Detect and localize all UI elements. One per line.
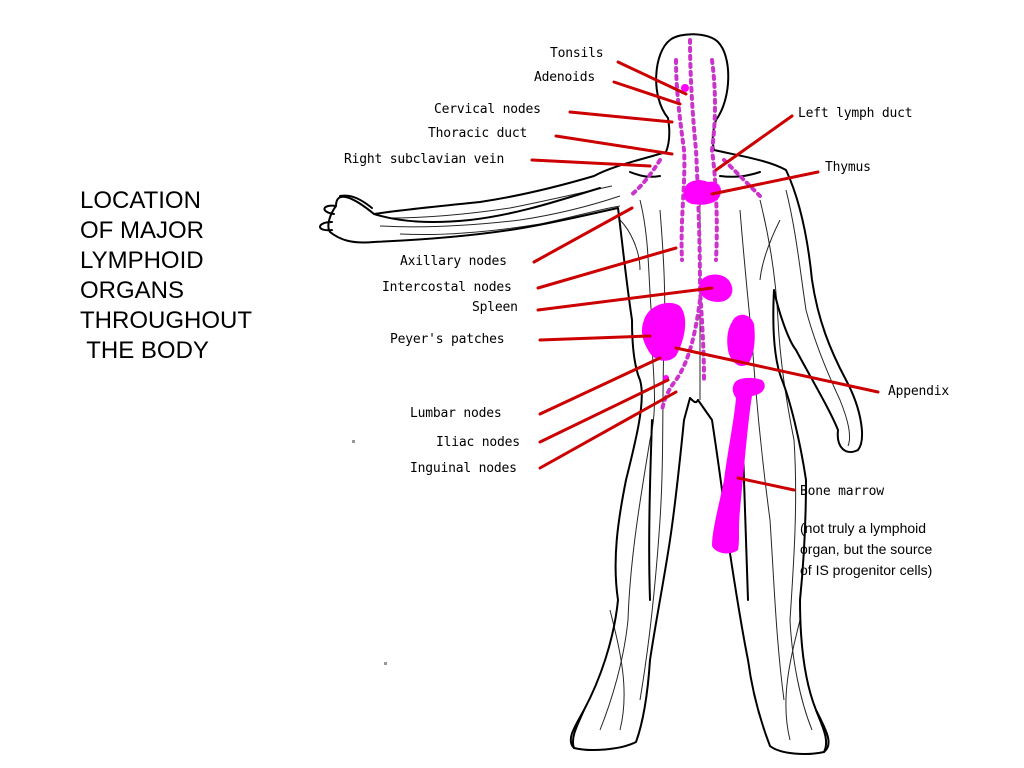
label-iliac-nodes: Iliac nodes	[436, 435, 520, 450]
title-line: LYMPHOID	[80, 247, 204, 274]
title-line: OF MAJOR	[80, 217, 204, 244]
label-appendix: Appendix	[888, 384, 950, 399]
label-thymus: Thymus	[825, 160, 871, 175]
leader-lines	[530, 60, 880, 492]
dotted-lymph-chain	[628, 38, 762, 412]
label-tonsils: Tonsils	[550, 46, 604, 61]
title-line: ORGANS	[80, 277, 185, 304]
peyers-patch-right	[727, 314, 755, 367]
leader-axillary-nodes	[532, 206, 634, 264]
leader-bone-marrow	[736, 476, 796, 492]
leader-spleen	[536, 286, 714, 312]
bone-marrow-note: (not truly a lymphoid organ, but the sou…	[800, 518, 980, 581]
leader-cervical-nodes	[568, 110, 674, 124]
thymus-organ	[683, 180, 722, 205]
leader-thymus	[710, 170, 820, 196]
label-lumbar-nodes: Lumbar nodes	[410, 406, 502, 421]
leader-intercostal-nodes	[536, 246, 678, 290]
leader-inguinal-nodes	[538, 390, 678, 470]
leader-left-lymph-duct	[714, 114, 794, 172]
label-left-lymph-duct: Left lymph duct	[798, 106, 913, 121]
spleen-organ	[699, 274, 733, 302]
title-line: THE BODY	[80, 337, 209, 364]
note-line: organ, but the source	[800, 541, 933, 557]
label-bone-marrow: Bone marrow	[800, 484, 884, 499]
label-intercostal-nodes: Intercostal nodes	[382, 280, 512, 295]
tonsil-organ	[681, 84, 689, 92]
label-spleen: Spleen	[472, 300, 518, 315]
label-inguinal-nodes: Inguinal nodes	[410, 461, 517, 476]
lymphoid-organs	[641, 84, 765, 554]
label-thoracic-duct: Thoracic duct	[428, 126, 528, 141]
label-axillary-nodes: Axillary nodes	[400, 254, 507, 269]
lumbar-node	[669, 345, 675, 351]
peyers-patch-left	[641, 302, 686, 361]
label-adenoids: Adenoids	[534, 70, 596, 85]
body-outline	[319, 33, 863, 755]
leader-adenoids	[612, 80, 682, 106]
leader-peyers-patches	[538, 334, 652, 342]
leader-iliac-nodes	[538, 378, 670, 444]
leader-tonsils	[616, 60, 688, 96]
title-line: THROUGHOUT	[80, 307, 252, 334]
title-line: LOCATION	[80, 187, 201, 214]
label-right-subclavian-vein: Right subclavian vein	[344, 152, 505, 167]
leader-appendix	[674, 346, 880, 394]
note-line: of IS progenitor cells)	[800, 562, 933, 578]
stray-dot	[384, 662, 387, 665]
bone-marrow-organ	[712, 377, 765, 554]
leader-thoracic-duct	[554, 134, 674, 156]
label-cervical-nodes: Cervical nodes	[434, 102, 541, 117]
slide-title: LOCATION OF MAJOR LYMPHOID ORGANS THROUG…	[80, 186, 320, 366]
stray-dot	[352, 440, 355, 443]
leader-lumbar-nodes	[538, 356, 662, 416]
leader-right-subclavian-vein	[530, 158, 652, 168]
label-peyers-patches: Peyer's patches	[390, 332, 505, 347]
note-line: (not truly a lymphoid	[800, 520, 927, 536]
